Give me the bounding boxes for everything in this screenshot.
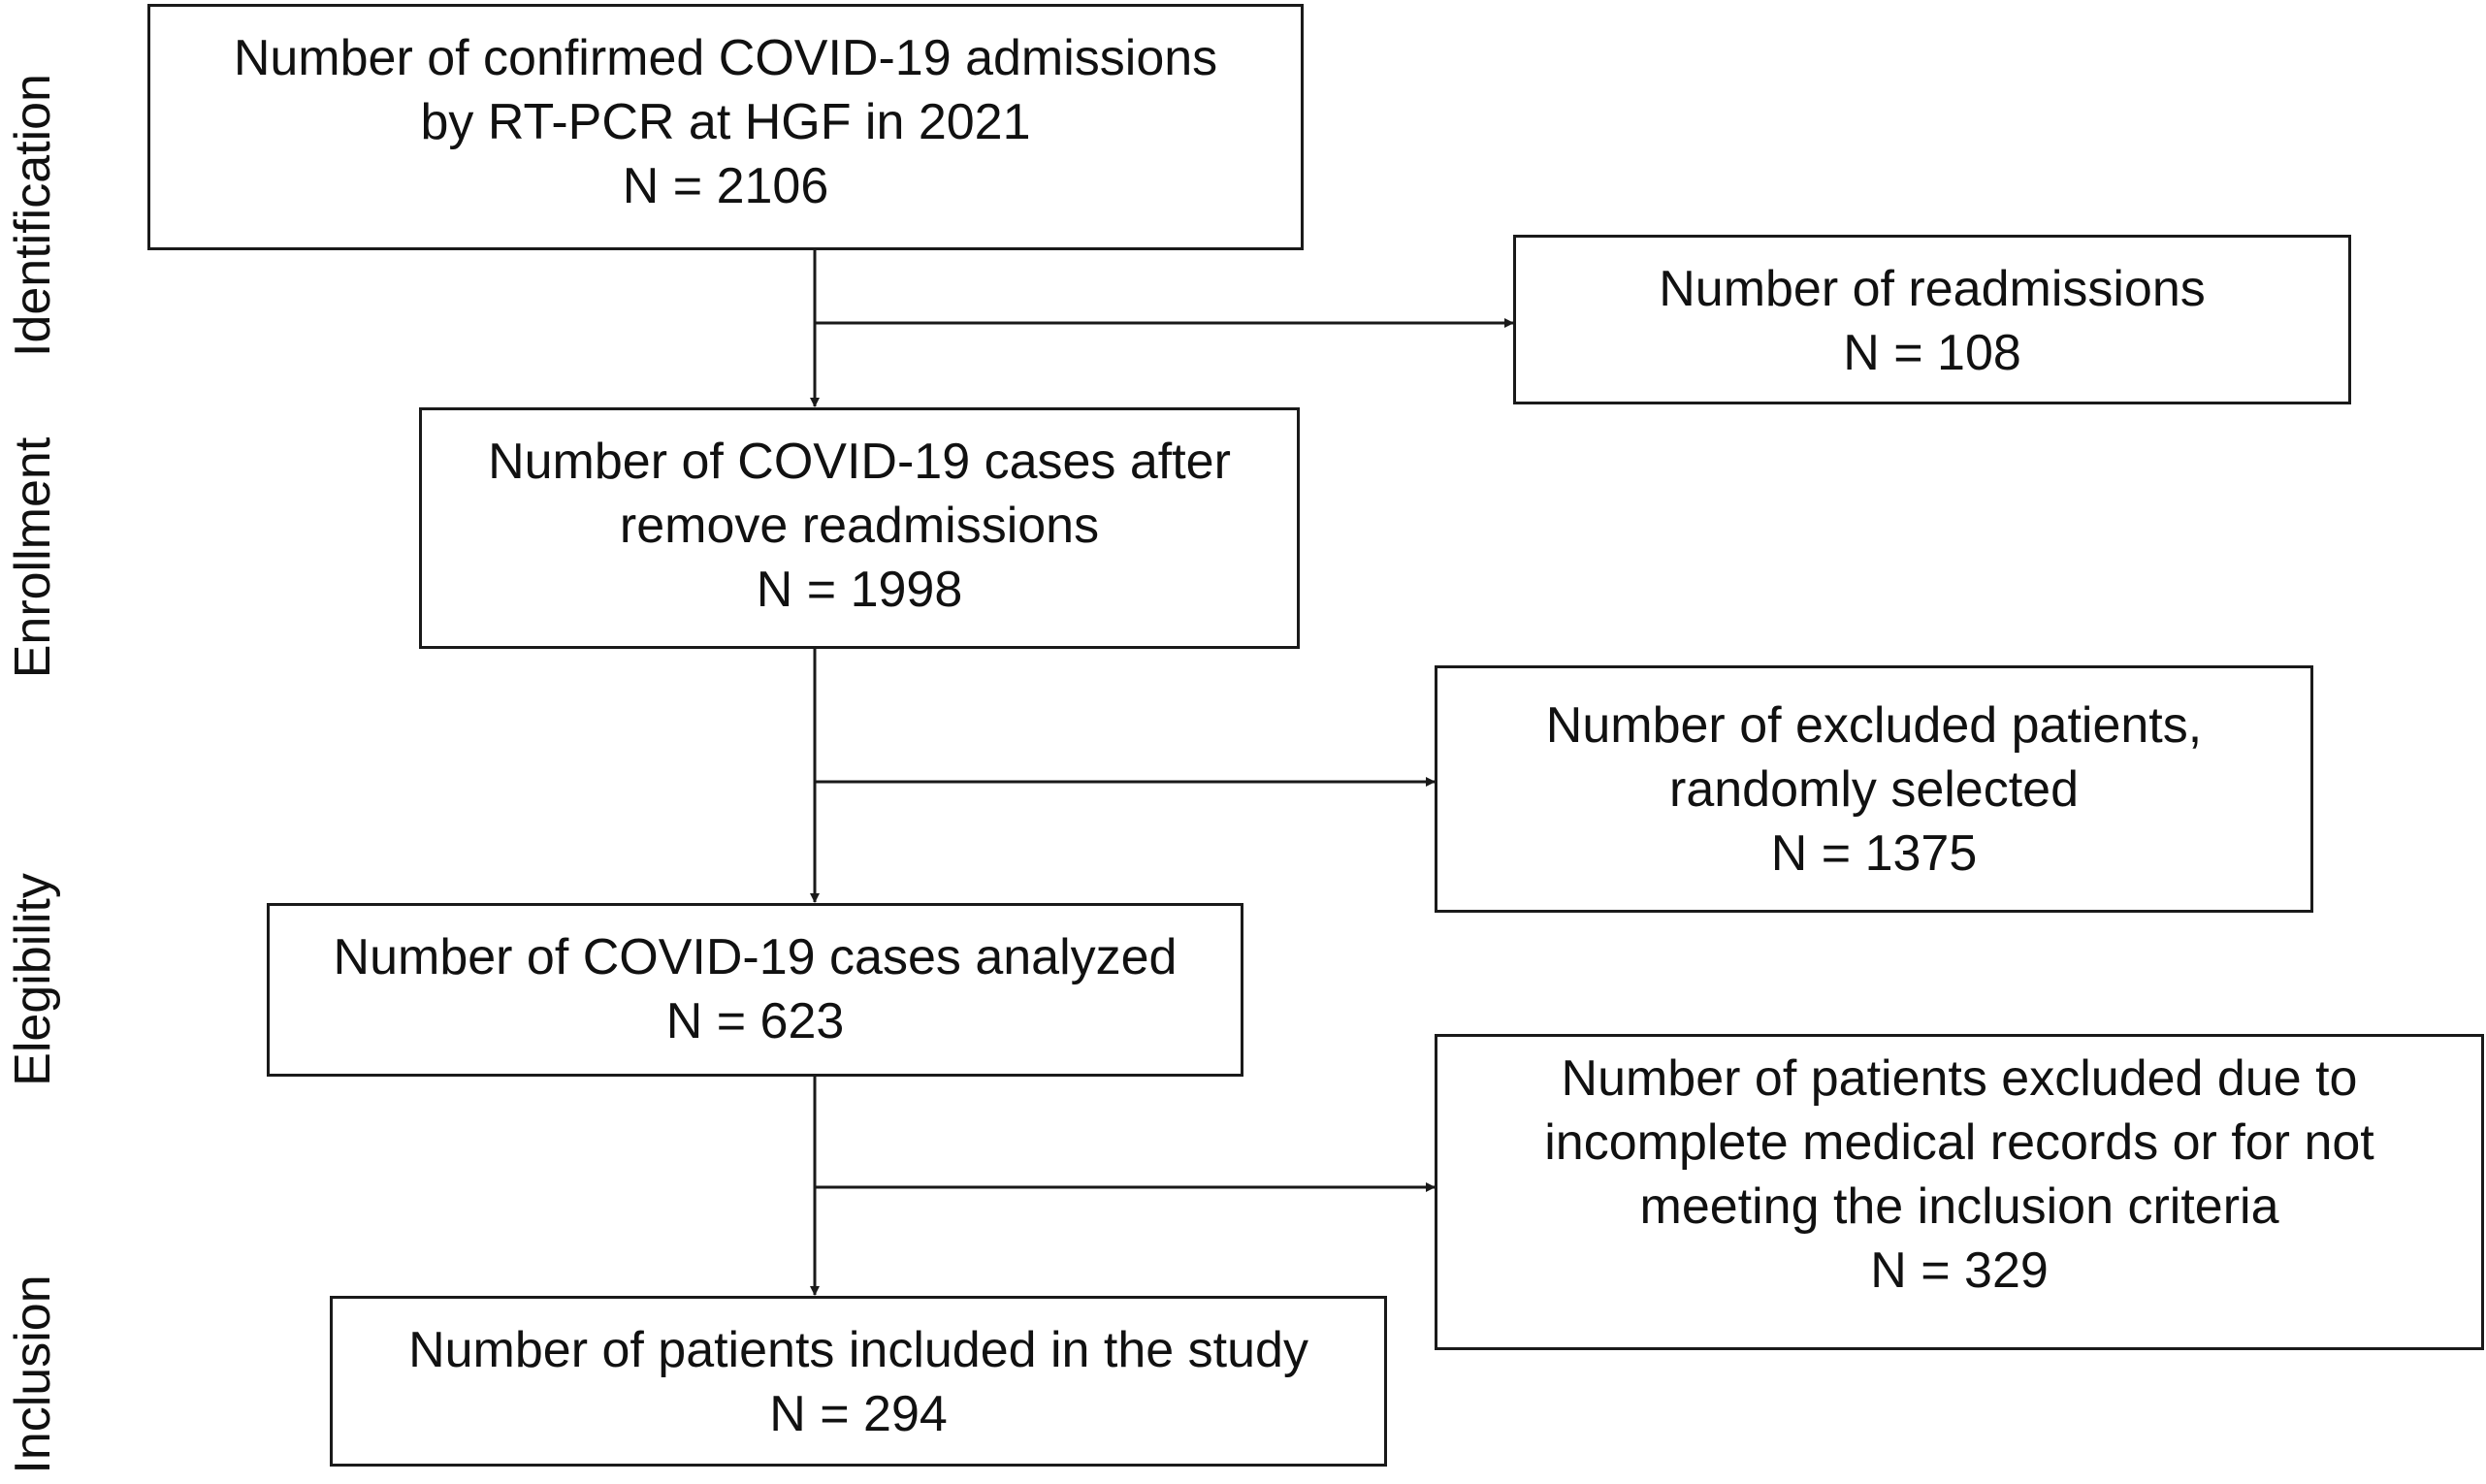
box-count: N = 294 [769,1386,948,1442]
box-text-line: Number of confirmed COVID-19 admissions [233,30,1218,86]
box-confirmed-admissions: Number of confirmed COVID-19 admissions … [147,4,1304,250]
box-text-line: meeting the inclusion criteria [1639,1178,2279,1235]
box-count: N = 1375 [1770,825,1978,882]
box-text-line: Number of patients included in the study [408,1322,1308,1378]
stage-label-inclusion: Inclusion [5,1274,61,1474]
box-text-line: randomly selected [1669,761,2079,818]
box-text-line: Number of patients excluded due to [1561,1050,2358,1107]
stage-label-enrollment: Enrollment [5,436,61,679]
box-excluded-incomplete: Number of patients excluded due to incom… [1435,1034,2484,1350]
box-count: N = 108 [1843,325,2021,381]
box-text-line: Number of COVID-19 cases after [488,434,1231,490]
box-count: N = 2106 [622,158,829,214]
stage-label-identification: Identification [5,74,61,357]
box-text-line: by RT-PCR at HGF in 2021 [420,94,1031,150]
box-included: Number of patients included in the study… [330,1296,1387,1467]
box-text-line: Number of readmissions [1659,261,2206,317]
box-text-line: remove readmissions [619,498,1100,554]
box-text-line: Number of excluded patients, [1545,697,2203,754]
box-text-line: Number of COVID-19 cases analyzed [333,929,1178,985]
box-count: N = 329 [1870,1242,2049,1299]
box-text-line: incomplete medical records or for not [1544,1114,2374,1171]
stage-label-elegibility: Elegibility [5,873,61,1086]
box-after-remove-readmissions: Number of COVID-19 cases after remove re… [419,407,1300,649]
box-count: N = 1998 [756,562,963,618]
box-excluded-random: Number of excluded patients, randomly se… [1435,665,2313,913]
box-count: N = 623 [665,993,845,1049]
box-analyzed: Number of COVID-19 cases analyzed N = 62… [267,903,1243,1077]
box-readmissions: Number of readmissions N = 108 [1513,235,2351,404]
